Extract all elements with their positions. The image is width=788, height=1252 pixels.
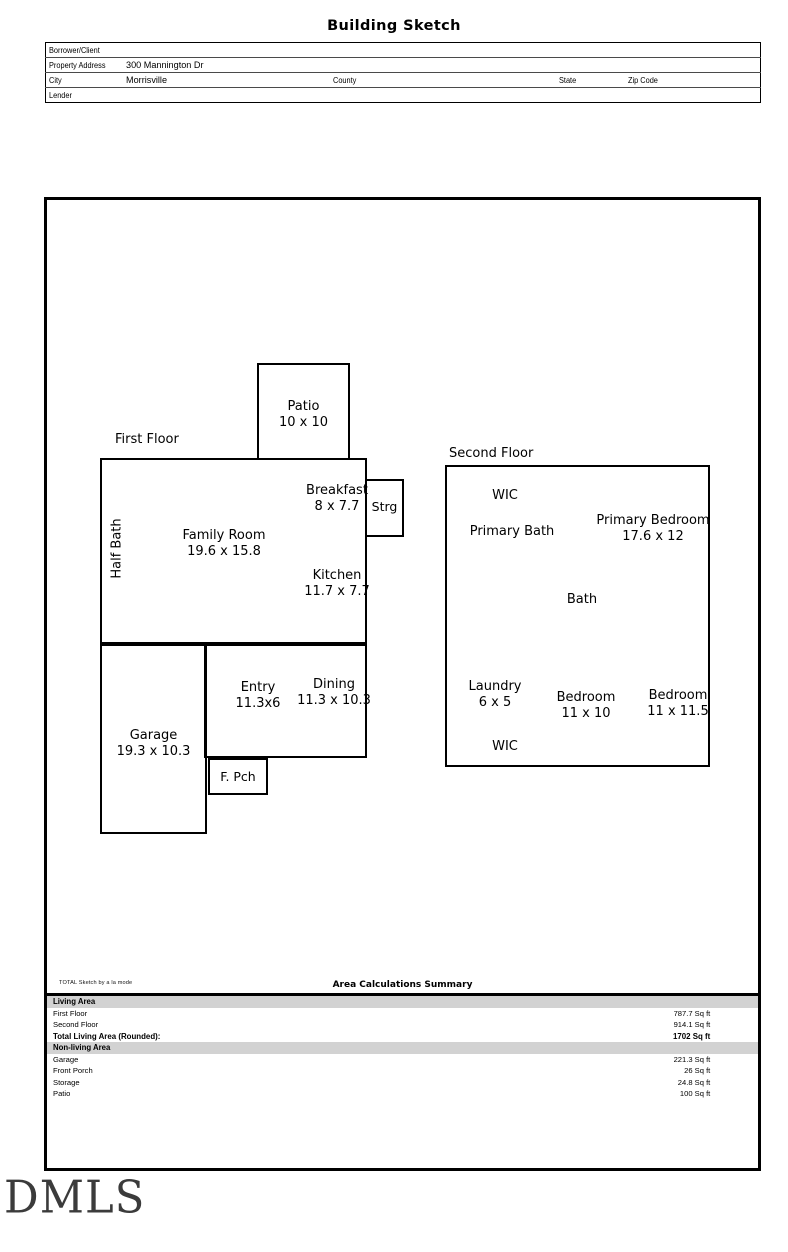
county-label-cell: County: [329, 72, 448, 88]
bedroom-2-label: Bedroom 11 x 10: [556, 690, 616, 721]
area-summary-table: Living Area First Floor 787.7 Sq ft Seco…: [47, 996, 758, 1100]
nonliving-area-section-header: Non-living Area: [47, 1042, 758, 1054]
header-row-borrower: Borrower/Client: [45, 42, 761, 58]
table-row-front-porch: Front Porch 26 Sq ft: [47, 1065, 758, 1077]
state-label-cell: State: [555, 72, 625, 88]
zip-value-cell: [691, 72, 761, 88]
row-value: 221.3 Sq ft: [673, 1054, 711, 1064]
living-area-section-label: Living Area: [47, 996, 609, 1008]
row-value: 24.8 Sq ft: [677, 1077, 711, 1087]
city-label-cell: City: [45, 72, 124, 88]
nonliving-area-section-spacer: [608, 1042, 729, 1054]
row-label: Second Floor: [53, 1020, 99, 1029]
row-value: 26 Sq ft: [684, 1066, 711, 1075]
row-label: Storage: [53, 1077, 80, 1087]
row-value: 1702 Sq ft: [673, 1031, 711, 1041]
row-value: 100 Sq ft: [679, 1089, 711, 1098]
zip-label-cell: Zip Code: [624, 72, 692, 88]
kitchen-label: Kitchen 11.7 x 7.7: [304, 568, 370, 599]
wic-lower-label: WIC: [492, 739, 518, 754]
summary-divider: [44, 993, 761, 996]
bath-label: Bath: [566, 592, 598, 607]
county-value-cell: [447, 72, 556, 88]
property-address-label-cell: Property Address: [45, 57, 124, 73]
row-label: First Floor: [53, 1008, 88, 1018]
borrower-client-label-cell: Borrower/Client: [45, 42, 124, 58]
city-value-cell: Morrisville: [123, 72, 330, 88]
property-address-value-cell: 300 Mannington Dr: [123, 57, 761, 73]
row-value: 914.1 Sq ft: [673, 1020, 711, 1029]
first-floor-upper-outline: [100, 458, 367, 644]
second-floor-outline: [445, 465, 710, 767]
header-row-city: City Morrisville County State Zip Code: [45, 72, 761, 88]
row-label: Garage: [53, 1054, 79, 1064]
property-header-table: Borrower/Client Property Address 300 Man…: [45, 42, 761, 103]
storage-outline: [365, 479, 404, 537]
header-row-lender: Lender: [46, 88, 761, 103]
sketch-frame: First Floor Patio 10 x 10 Strg Breakfast…: [44, 197, 761, 1171]
garage-outline: [100, 644, 207, 834]
patio-label: Patio 10 x 10: [278, 399, 329, 430]
dmls-watermark: DMLS: [4, 1172, 146, 1224]
row-label: Total Living Area (Rounded):: [53, 1031, 161, 1041]
wic-upper-label: WIC: [492, 488, 518, 503]
lender-value-cell: [123, 88, 760, 103]
row-value: 787.7 Sq ft: [673, 1008, 711, 1018]
primary-bedroom-label: Primary Bedroom 17.6 x 12: [596, 513, 710, 544]
entry-label: Entry 11.3x6: [235, 680, 281, 711]
laundry-label: Laundry 6 x 5: [468, 679, 522, 710]
sketch-credit: TOTAL Sketch by a la mode: [59, 980, 133, 986]
table-row-garage: Garage 221.3 Sq ft: [47, 1054, 758, 1066]
family-room-label: Family Room 19.6 x 15.8: [182, 528, 266, 559]
primary-bath-label: Primary Bath: [469, 524, 555, 539]
area-calculations-summary: TOTAL Sketch by a la mode Area Calculati…: [44, 980, 761, 1168]
header-row-address: Property Address 300 Mannington Dr: [45, 57, 761, 73]
living-area-section-spacer: [608, 996, 729, 1008]
second-floor-label: Second Floor: [449, 446, 534, 461]
half-bath-label: Half Bath: [109, 518, 125, 579]
row-label: Front Porch: [53, 1066, 93, 1075]
nonliving-area-section-label: Non-living Area: [47, 1042, 609, 1054]
front-porch-label: F. Pch: [220, 769, 256, 784]
bedroom-3-label: Bedroom 11 x 11.5: [647, 688, 709, 719]
page-title: Building Sketch: [327, 18, 461, 34]
table-row-storage: Storage 24.8 Sq ft: [47, 1077, 758, 1089]
table-row-second-floor: Second Floor 914.1 Sq ft: [47, 1019, 758, 1031]
dining-label: Dining 11.3 x 10.3: [297, 677, 371, 708]
breakfast-label: Breakfast 8 x 7.7: [306, 483, 368, 514]
living-area-section-header: Living Area: [47, 996, 758, 1008]
table-row-first-floor: First Floor 787.7 Sq ft: [47, 1008, 758, 1020]
table-row-patio: Patio 100 Sq ft: [47, 1088, 758, 1100]
row-label: Patio: [53, 1089, 71, 1098]
garage-label: Garage 19.3 x 10.3: [116, 728, 191, 759]
area-summary-title: Area Calculations Summary: [332, 980, 473, 990]
table-row-total-living-area: Total Living Area (Rounded): 1702 Sq ft: [47, 1031, 758, 1043]
lender-label-cell: Lender: [49, 90, 72, 100]
first-floor-label: First Floor: [115, 432, 179, 447]
front-porch-outline: [208, 758, 268, 795]
floor-plan-canvas: First Floor Patio 10 x 10 Strg Breakfast…: [47, 200, 758, 1168]
borrower-client-value-cell: [123, 42, 761, 58]
storage-label: Strg: [371, 499, 398, 514]
